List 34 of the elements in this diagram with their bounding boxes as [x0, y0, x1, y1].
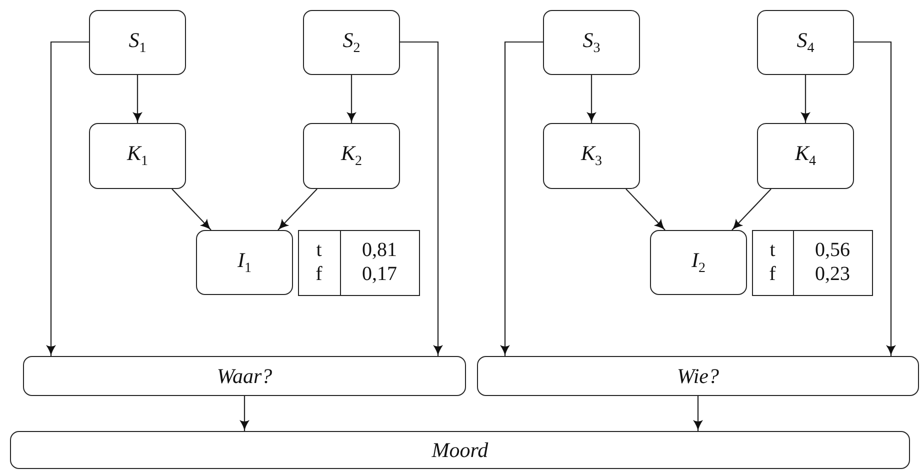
rounded-box [303, 10, 400, 75]
rounded-box [757, 10, 854, 75]
node-label: Waar? [216, 364, 272, 388]
rounded-box [543, 10, 640, 75]
rounded-box [196, 230, 293, 295]
table-cell-text: 0,81 [361, 238, 398, 262]
table-cell-text: 0,56 [814, 238, 851, 262]
node-label: K$_{1}$ [126, 141, 148, 171]
rounded-box [303, 123, 400, 189]
node-label: S$_{1}$ [128, 28, 146, 58]
rounded-box [757, 123, 854, 189]
node-label: Moord [432, 438, 488, 462]
table-cell-text: 0,17 [361, 262, 398, 286]
table-cell-text: f [314, 262, 324, 286]
table-cell-text: t [768, 238, 776, 262]
rounded-box [543, 123, 640, 189]
rounded-box [89, 10, 186, 75]
rounded-box [477, 356, 919, 396]
node-label: I$_{2}$ [692, 248, 706, 278]
table-cell-text: t [315, 238, 323, 262]
rounded-box [10, 431, 910, 469]
node-label: K$_{2}$ [340, 141, 362, 171]
node-label: K$_{4}$ [794, 141, 816, 171]
node-label: S$_{2}$ [342, 28, 360, 58]
node-label: K$_{3}$ [580, 141, 602, 171]
node-label: Wie? [677, 364, 719, 388]
rounded-box [89, 123, 186, 189]
rounded-box [23, 356, 466, 396]
table-cell-text: f [768, 262, 777, 286]
rounded-box [650, 230, 747, 295]
node-label: I$_{1}$ [238, 248, 252, 278]
node-label: S$_{3}$ [582, 28, 600, 58]
node-label: S$_{4}$ [796, 28, 814, 58]
table-cell-text: 0,23 [814, 262, 851, 286]
